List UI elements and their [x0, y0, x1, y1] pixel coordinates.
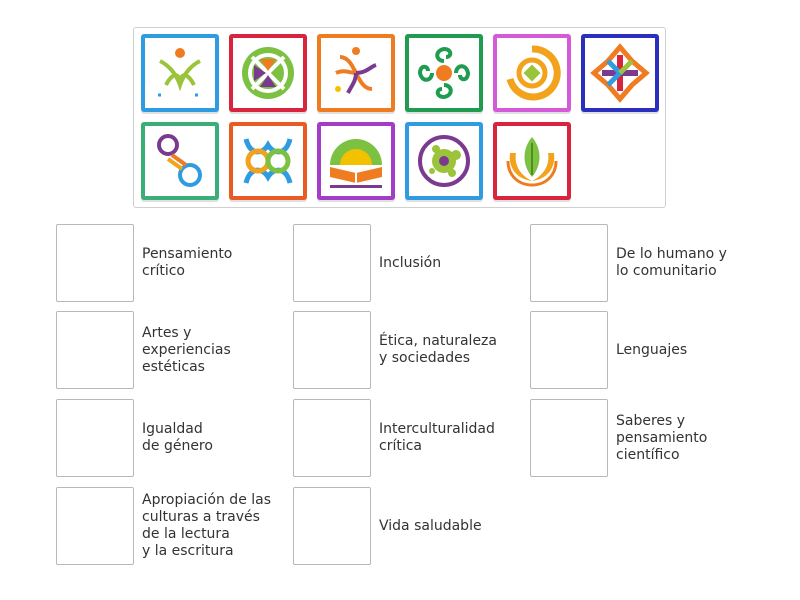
- drop-slot[interactable]: [293, 224, 371, 302]
- drop-slot[interactable]: [293, 311, 371, 389]
- target-label: Igualdad de género: [142, 421, 213, 454]
- drop-slot[interactable]: [530, 224, 608, 302]
- target-label: Inclusión: [379, 254, 442, 271]
- drop-slot[interactable]: [56, 487, 134, 565]
- lectura-escritura-icon: [330, 139, 382, 188]
- drop-slot[interactable]: [530, 399, 608, 477]
- target-label: Interculturalidad crítica: [379, 421, 495, 454]
- tile-interlocked-arcs[interactable]: [229, 122, 307, 200]
- target-label: Ética, naturaleza y sociedades: [379, 333, 497, 366]
- drop-slot[interactable]: [56, 224, 134, 302]
- humano-comunitario-icon: [335, 47, 377, 94]
- pensamiento-critico-icon: [158, 48, 202, 97]
- target-label: Artes y experiencias estéticas: [142, 324, 231, 375]
- target-label: Vida saludable: [379, 517, 482, 534]
- target-label: Saberes y pensamiento científico: [616, 412, 708, 463]
- target-label: Lenguajes: [616, 341, 688, 358]
- saberes-cientifico-icon: [418, 135, 470, 187]
- target-label: De lo humano y lo comunitario: [616, 246, 727, 279]
- vida-saludable-icon: [506, 137, 558, 187]
- inclusion-icon: [242, 47, 294, 99]
- etica-naturaleza-icon: [506, 45, 561, 101]
- igualdad-genero-icon: [157, 134, 202, 187]
- tile-yellow-figure[interactable]: [141, 34, 219, 112]
- drop-slot[interactable]: [293, 487, 371, 565]
- target-label: Pensamiento crítico: [142, 246, 233, 279]
- tile-book-fan[interactable]: [317, 122, 395, 200]
- tile-splash-circle[interactable]: [405, 122, 483, 200]
- tile-purple-chain[interactable]: [141, 122, 219, 200]
- tile-green-circle-cross[interactable]: [229, 34, 307, 112]
- lenguajes-icon: [590, 43, 650, 103]
- artes-icon: [417, 46, 471, 100]
- drop-slot[interactable]: [56, 311, 134, 389]
- drop-slot[interactable]: [530, 311, 608, 389]
- tile-green-spirals[interactable]: [405, 34, 483, 112]
- tile-orange-figures[interactable]: [317, 34, 395, 112]
- drop-slot[interactable]: [56, 399, 134, 477]
- tile-leaf-hands[interactable]: [493, 122, 571, 200]
- drop-slot[interactable]: [293, 399, 371, 477]
- interculturalidad-icon: [243, 138, 293, 184]
- target-label: Apropiación de las culturas a través de …: [142, 492, 272, 559]
- tile-star-knot[interactable]: [581, 34, 659, 112]
- tile-tray: [133, 27, 666, 208]
- tile-orange-spiral[interactable]: [493, 34, 571, 112]
